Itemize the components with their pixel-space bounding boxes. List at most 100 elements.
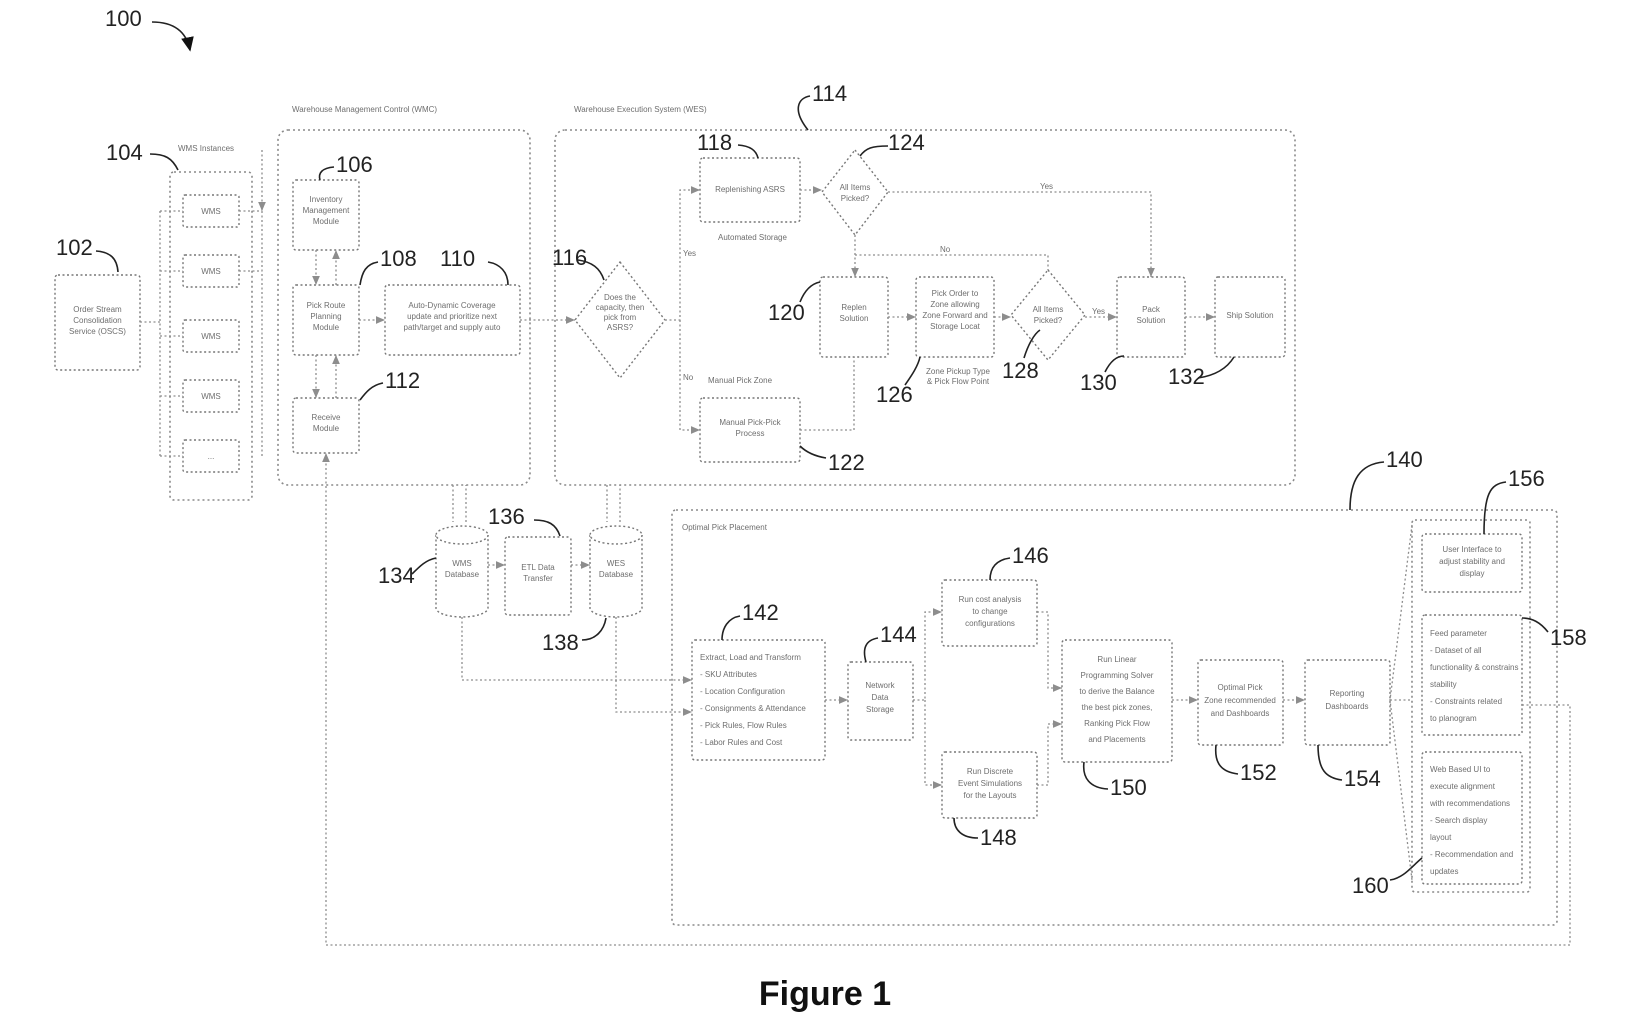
node-decision-116: Does thecapacity, thenpick fromASRS?: [575, 262, 665, 378]
ref-136: 136: [488, 504, 525, 529]
lead-106: [320, 167, 334, 180]
node-manual: Manual Pick-PickProcess: [700, 398, 800, 462]
svg-text:WMS: WMS: [201, 392, 221, 401]
node-wes-db: WESDatabase: [590, 526, 642, 617]
system-ref-label: 100: [105, 6, 142, 31]
lead-156: [1484, 482, 1506, 534]
node-pack: PackSolution: [1117, 277, 1185, 357]
node-pick-route: Pick RoutePlanningModule: [293, 285, 359, 355]
lead-138: [582, 618, 606, 640]
ref-126: 126: [876, 382, 913, 407]
node-wms-2: WMS: [183, 255, 239, 287]
edge-runcost-linear: [1037, 612, 1062, 688]
ref-146: 146: [1012, 543, 1049, 568]
svg-text:Ship Solution: Ship Solution: [1226, 311, 1273, 320]
svg-text:WMS: WMS: [201, 332, 221, 341]
lead-108: [360, 262, 378, 285]
lead-160: [1390, 858, 1422, 880]
region-optimal-pick-label: Optimal Pick Placement: [682, 523, 768, 532]
edge-wms-bus-right: [239, 211, 262, 456]
node-network: NetworkDataStorage: [848, 662, 913, 740]
ref-108: 108: [380, 246, 417, 271]
node-feed-158: Feed parameter- Dataset of allfunctional…: [1422, 615, 1522, 735]
node-wms-3: WMS: [183, 320, 239, 352]
svg-text:WMS: WMS: [201, 267, 221, 276]
lead-152: [1216, 745, 1238, 774]
node-all-items-128: All ItemsPicked?: [1011, 270, 1085, 360]
svg-text:...: ...: [208, 452, 215, 461]
lead-112: [360, 383, 383, 400]
ref-124: 124: [888, 130, 925, 155]
ref-110: 110: [440, 246, 475, 271]
node-ui-156: User Interface toadjust stability anddis…: [1422, 534, 1522, 592]
lead-142: [722, 616, 740, 640]
edge-wms-fan: [160, 211, 183, 456]
node-auto-coverage: Auto-Dynamic Coverageupdate and prioriti…: [385, 285, 520, 355]
svg-text:WMS: WMS: [201, 207, 221, 216]
node-optimal-report: Optimal PickZone recommendedand Dashboar…: [1198, 660, 1283, 745]
lead-122: [800, 446, 826, 458]
ref-106: 106: [336, 152, 373, 177]
ref-144: 144: [880, 622, 917, 647]
ref-102: 102: [56, 235, 93, 260]
note-pick-order: Zone Pickup Type& Pick Flow Point: [926, 367, 990, 386]
node-wms-1: WMS: [183, 195, 239, 227]
node-replen: ReplenSolution: [820, 277, 888, 357]
region-warehouse-execution-label: Warehouse Execution System (WES): [574, 105, 707, 114]
node-ship: Ship Solution: [1215, 277, 1285, 357]
ref-122: 122: [828, 450, 865, 475]
node-run-discrete: Run DiscreteEvent Simulationsfor the Lay…: [942, 752, 1037, 818]
lead-154: [1318, 745, 1342, 780]
ref-132: 132: [1168, 364, 1205, 389]
node-asrs: Replenishing ASRS: [700, 158, 800, 222]
lead-104: [150, 154, 178, 170]
svg-text:Order StreamConsolidationServi: Order StreamConsolidationService (OSCS): [69, 305, 126, 336]
lead-148: [954, 818, 978, 838]
ref-138: 138: [542, 630, 579, 655]
note-manual: Manual Pick Zone: [708, 376, 773, 385]
ref-116: 116: [552, 245, 587, 270]
svg-text:Auto-Dynamic Coverageupdate an: Auto-Dynamic Coverageupdate and prioriti…: [404, 301, 502, 332]
figure-caption: Figure 1: [759, 975, 891, 1013]
ref-118: 118: [697, 130, 732, 155]
ref-120: 120: [768, 300, 805, 325]
lead-120: [800, 282, 820, 302]
edge-network-discrete: [925, 700, 942, 785]
node-reporting: ReportingDashboards: [1305, 660, 1390, 745]
svg-text:Run DiscreteEvent Simulationsf: Run DiscreteEvent Simulationsfor the Lay…: [958, 767, 1022, 800]
edge-network-runcost: [913, 612, 942, 700]
ref-134: 134: [378, 563, 415, 588]
node-extract: Extract, Load and Transform- SKU Attribu…: [692, 640, 825, 760]
node-run-cost: Run cost analysisto changeconfigurations: [942, 580, 1037, 646]
ref-104: 104: [106, 140, 143, 165]
lead-118: [738, 145, 758, 158]
lead-150: [1084, 762, 1108, 789]
lead-158: [1522, 618, 1548, 632]
node-receive: ReceiveModule: [293, 398, 359, 453]
ref-156: 156: [1508, 466, 1545, 491]
lead-110: [488, 262, 508, 285]
ref-128: 128: [1002, 358, 1039, 383]
ref-130: 130: [1080, 370, 1117, 395]
lead-102: [96, 251, 118, 272]
region-warehouse-management-label: Warehouse Management Control (WMC): [292, 105, 437, 114]
edge-manual-replen: [800, 357, 854, 430]
ref-150: 150: [1110, 775, 1147, 800]
node-inventory: InventoryManagementModule: [293, 180, 359, 250]
edge-wesdb-extract: [616, 617, 692, 712]
edge-label-yes-top: Yes: [1040, 182, 1053, 191]
lead-146: [990, 558, 1010, 580]
edge-label-yes-left: Yes: [683, 249, 696, 258]
edge-wes-wesdb: [607, 485, 620, 522]
edge-label-yes-mid: Yes: [1092, 307, 1105, 316]
lead-136: [534, 520, 560, 536]
lead-134: [412, 558, 436, 574]
node-linear-prog: Run LinearProgramming Solverto derive th…: [1062, 640, 1172, 762]
edge-allitems-pack: [888, 192, 1151, 277]
node-etl: ETL DataTransfer: [505, 537, 571, 615]
ref-154: 154: [1344, 766, 1381, 791]
lead-114: [798, 96, 810, 130]
system-ref-arrow: [152, 22, 190, 50]
ref-142: 142: [742, 600, 779, 625]
